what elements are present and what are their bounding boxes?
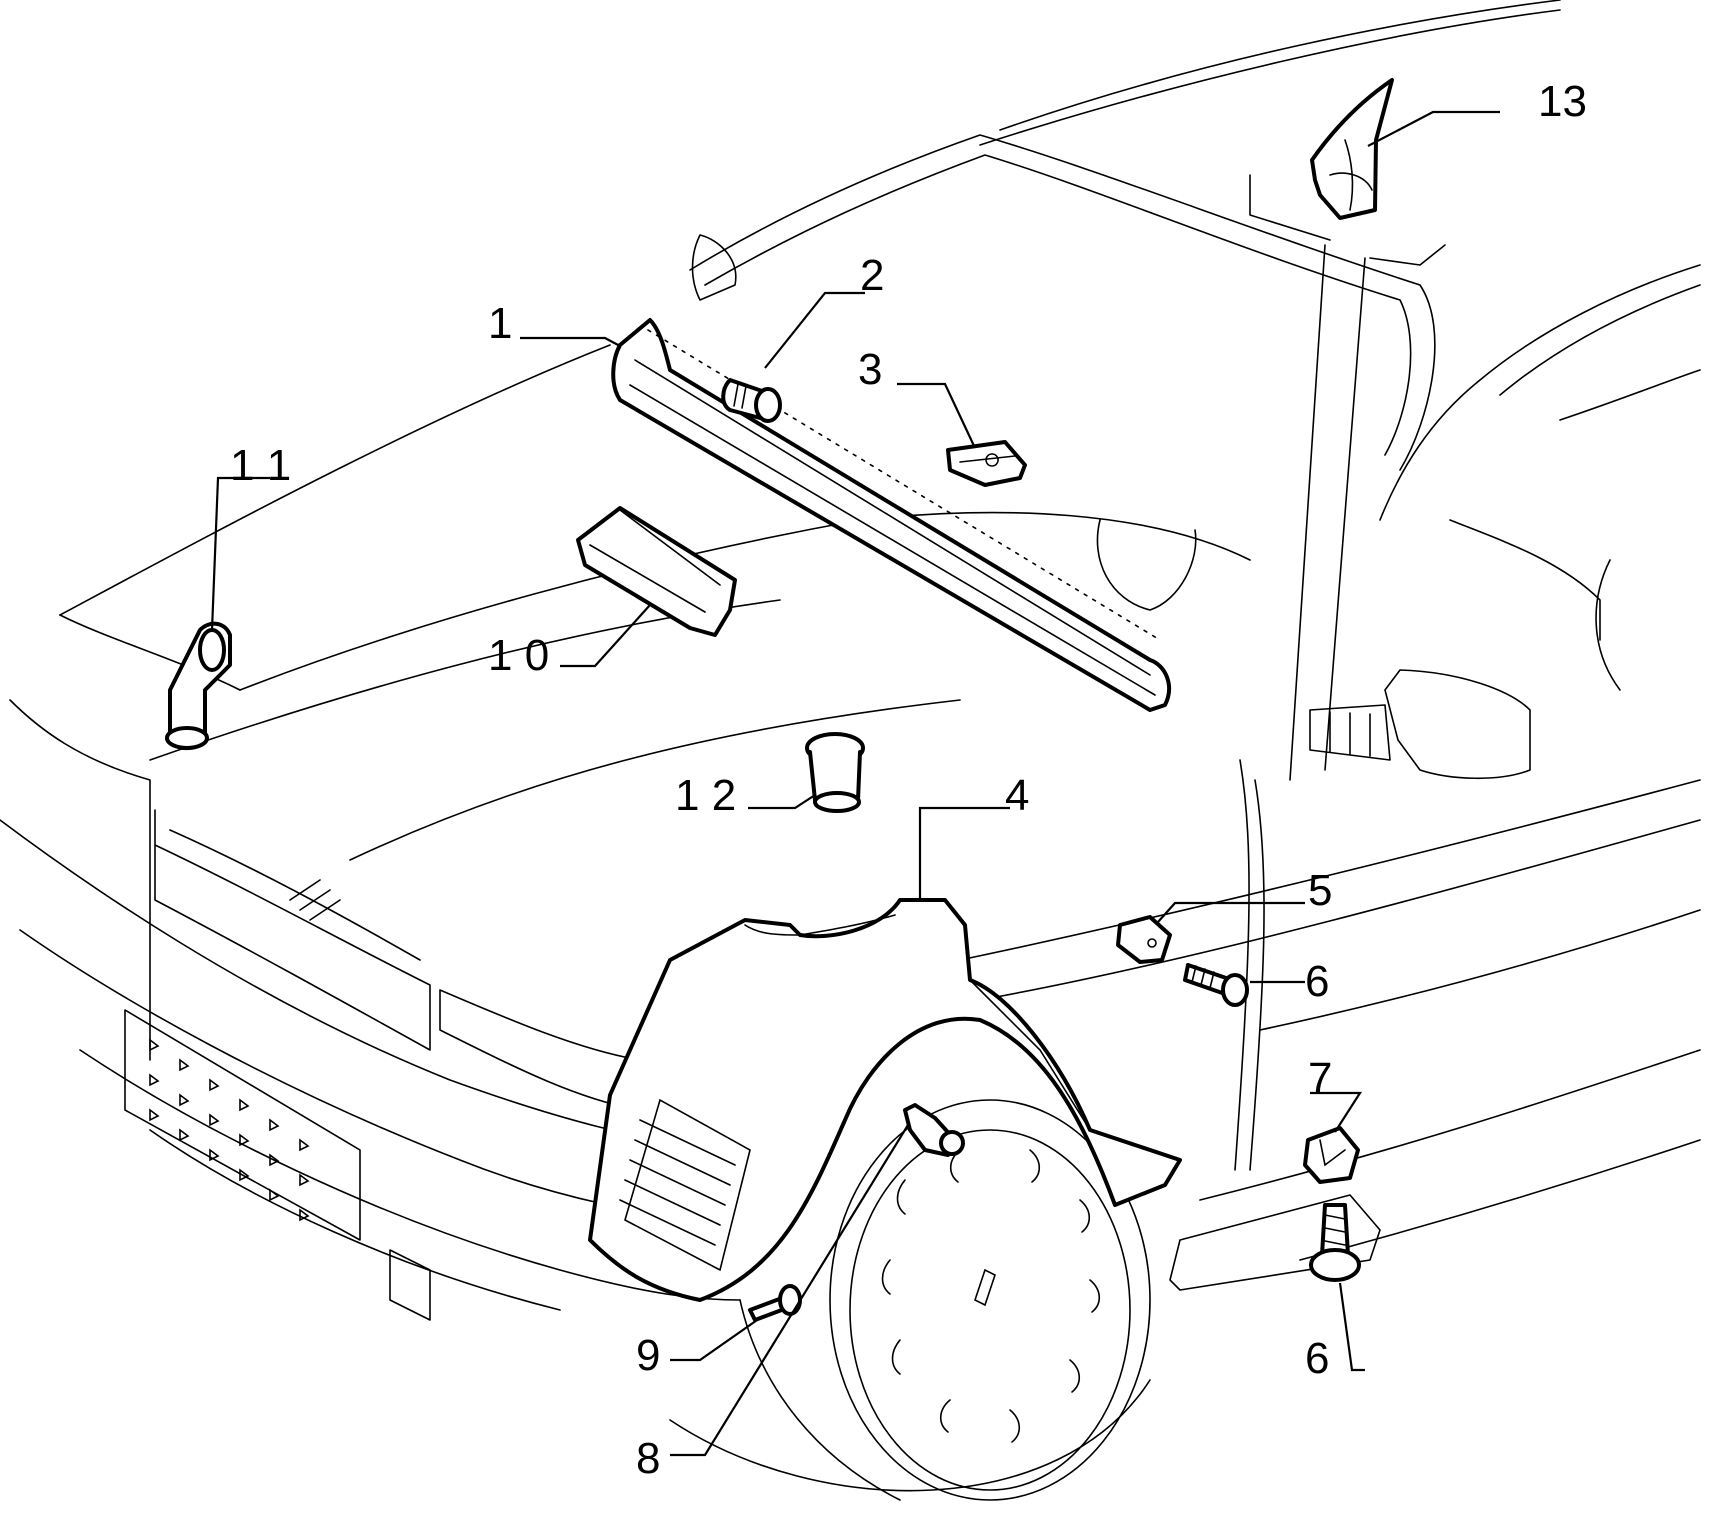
callout-3: 3	[858, 345, 882, 394]
callout-1: 1	[488, 299, 512, 348]
callout-4: 4	[1005, 771, 1029, 820]
callout-10: 1 0	[488, 631, 549, 680]
part-6-screw-upper	[1183, 963, 1249, 1007]
callout-labels: 1 2 3 4 5 6 6 7 8 9 1 0 1 1 1 2 13	[230, 77, 1587, 1483]
part-2-push-clip	[721, 378, 782, 423]
callout-5: 5	[1308, 866, 1332, 915]
bumper-slots	[149, 1038, 310, 1222]
callout-6-lower: 6	[1305, 1334, 1329, 1383]
callout-13: 13	[1538, 77, 1587, 126]
callout-11: 1 1	[230, 441, 291, 490]
part-8-fastener	[903, 1103, 965, 1157]
door-mirror	[1309, 669, 1531, 780]
part-6-screw-lower	[1309, 1203, 1361, 1282]
part-10-channel	[576, 506, 737, 637]
leader-lines	[210, 110, 1500, 1457]
part-3-clip	[946, 440, 1027, 487]
hubcap-pattern	[881, 1149, 1101, 1443]
callout-8: 8	[636, 1434, 660, 1483]
callout-2: 2	[860, 251, 884, 300]
part-9-screw	[748, 1284, 802, 1322]
part-1-seal-strip	[611, 318, 1171, 712]
callout-6-upper: 6	[1305, 957, 1329, 1006]
part-5-clip	[1116, 915, 1172, 964]
part-4-wheel-arch-liner	[588, 898, 1182, 1302]
part-7-nut-clip	[1303, 1126, 1360, 1184]
callout-12: 1 2	[675, 771, 736, 820]
part-11-elbow-hose	[165, 621, 232, 751]
callout-9: 9	[636, 1331, 660, 1380]
part-12-grommet	[805, 732, 865, 813]
callout-7: 7	[1308, 1054, 1332, 1103]
part-13-trim-piece	[1310, 78, 1394, 220]
